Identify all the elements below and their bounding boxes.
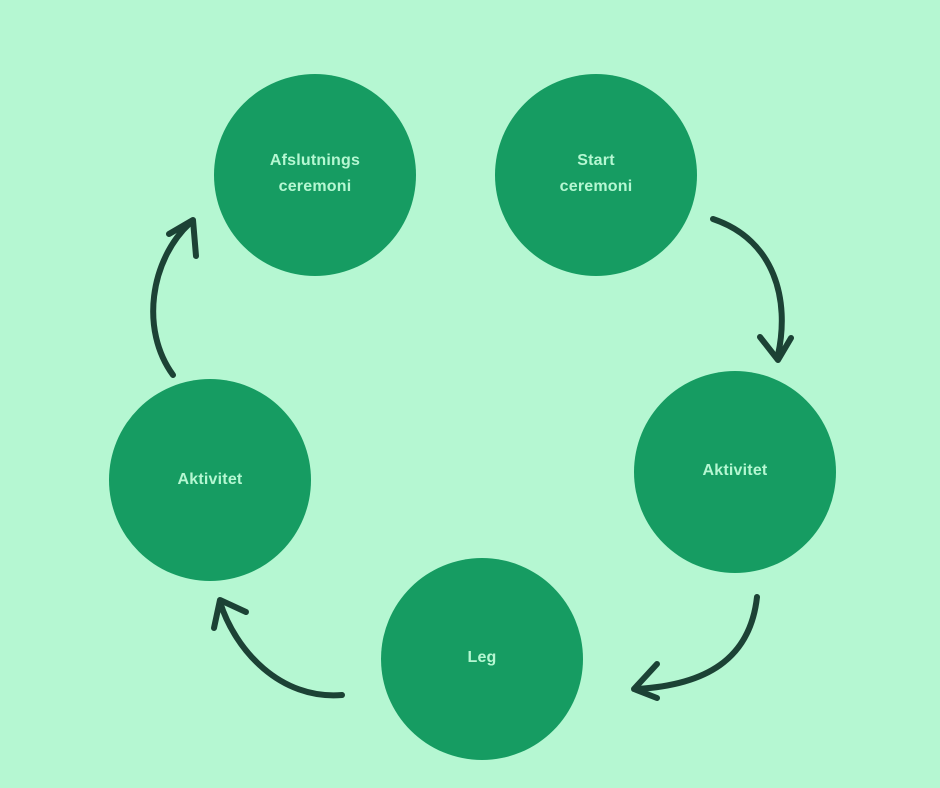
- node-label: Start ceremoni: [559, 152, 633, 195]
- arrow-aktivitet-to-afslutning: [150, 217, 199, 378]
- node-label: Aktivitet: [177, 471, 243, 488]
- arrow-start-to-aktivitet: [710, 216, 794, 363]
- node-start-ceremoni: Start ceremoni: [495, 74, 697, 276]
- node-label: Leg: [467, 649, 497, 666]
- node-afslutnings-ceremoni: Afslutnings ceremoni: [214, 74, 416, 276]
- node-aktivitet-left: Aktivitet: [109, 379, 311, 581]
- arrow-leg-to-aktivitet: [211, 597, 345, 699]
- node-label: Afslutnings ceremoni: [269, 152, 361, 195]
- node-label: Aktivitet: [702, 462, 768, 479]
- arrow-aktivitet-to-leg: [631, 594, 760, 701]
- node-leg: Leg: [381, 558, 583, 760]
- node-aktivitet-right: Aktivitet: [634, 371, 836, 573]
